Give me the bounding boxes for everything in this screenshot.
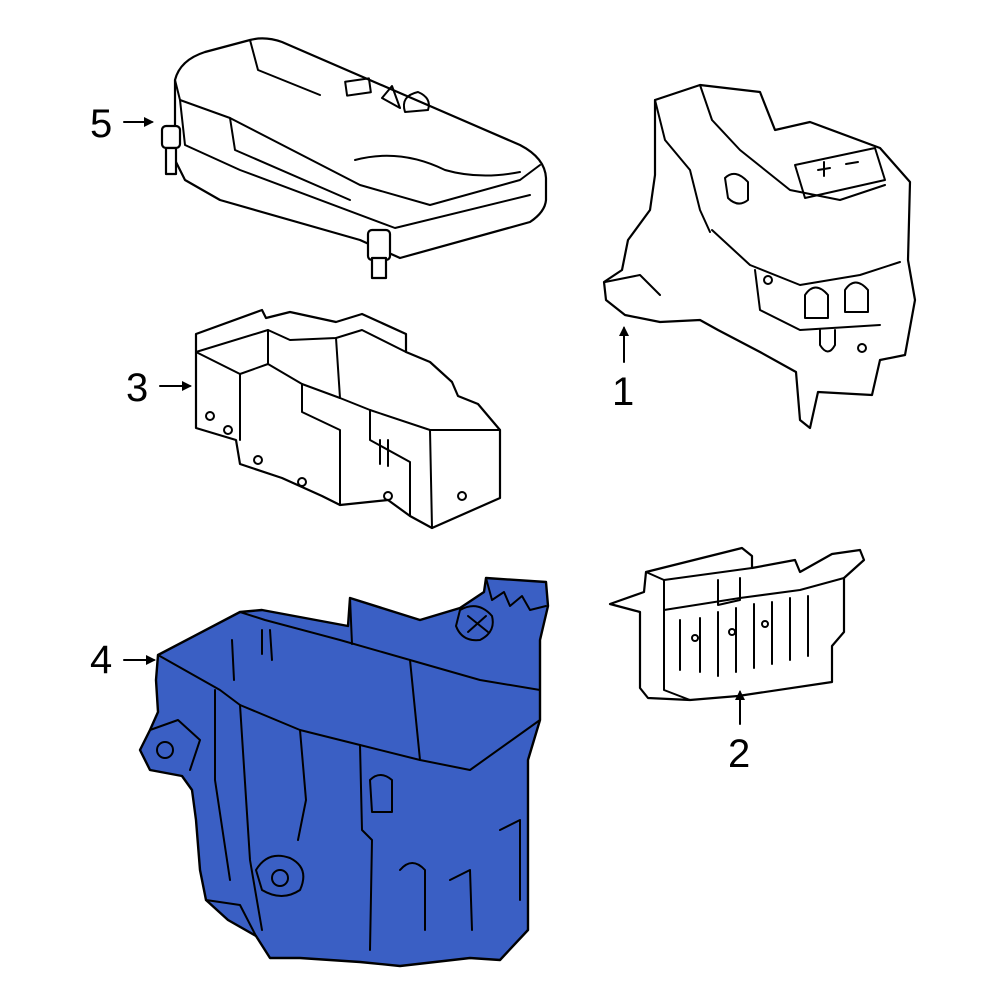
- callout-label-1: 1: [612, 370, 635, 414]
- callout-label-5: 5: [90, 102, 113, 146]
- part-2-bracket[interactable]: [608, 546, 866, 702]
- callout-label-2: 2: [728, 732, 751, 776]
- part-5-cover[interactable]: [160, 37, 548, 280]
- part-4-housing[interactable]: [138, 576, 550, 968]
- callout-label-3: 3: [126, 366, 149, 410]
- part-1-relay-block[interactable]: [602, 83, 917, 430]
- callout-label-4: 4: [90, 638, 113, 682]
- part-3-insert[interactable]: [194, 308, 502, 530]
- leader-lines: [123, 117, 745, 725]
